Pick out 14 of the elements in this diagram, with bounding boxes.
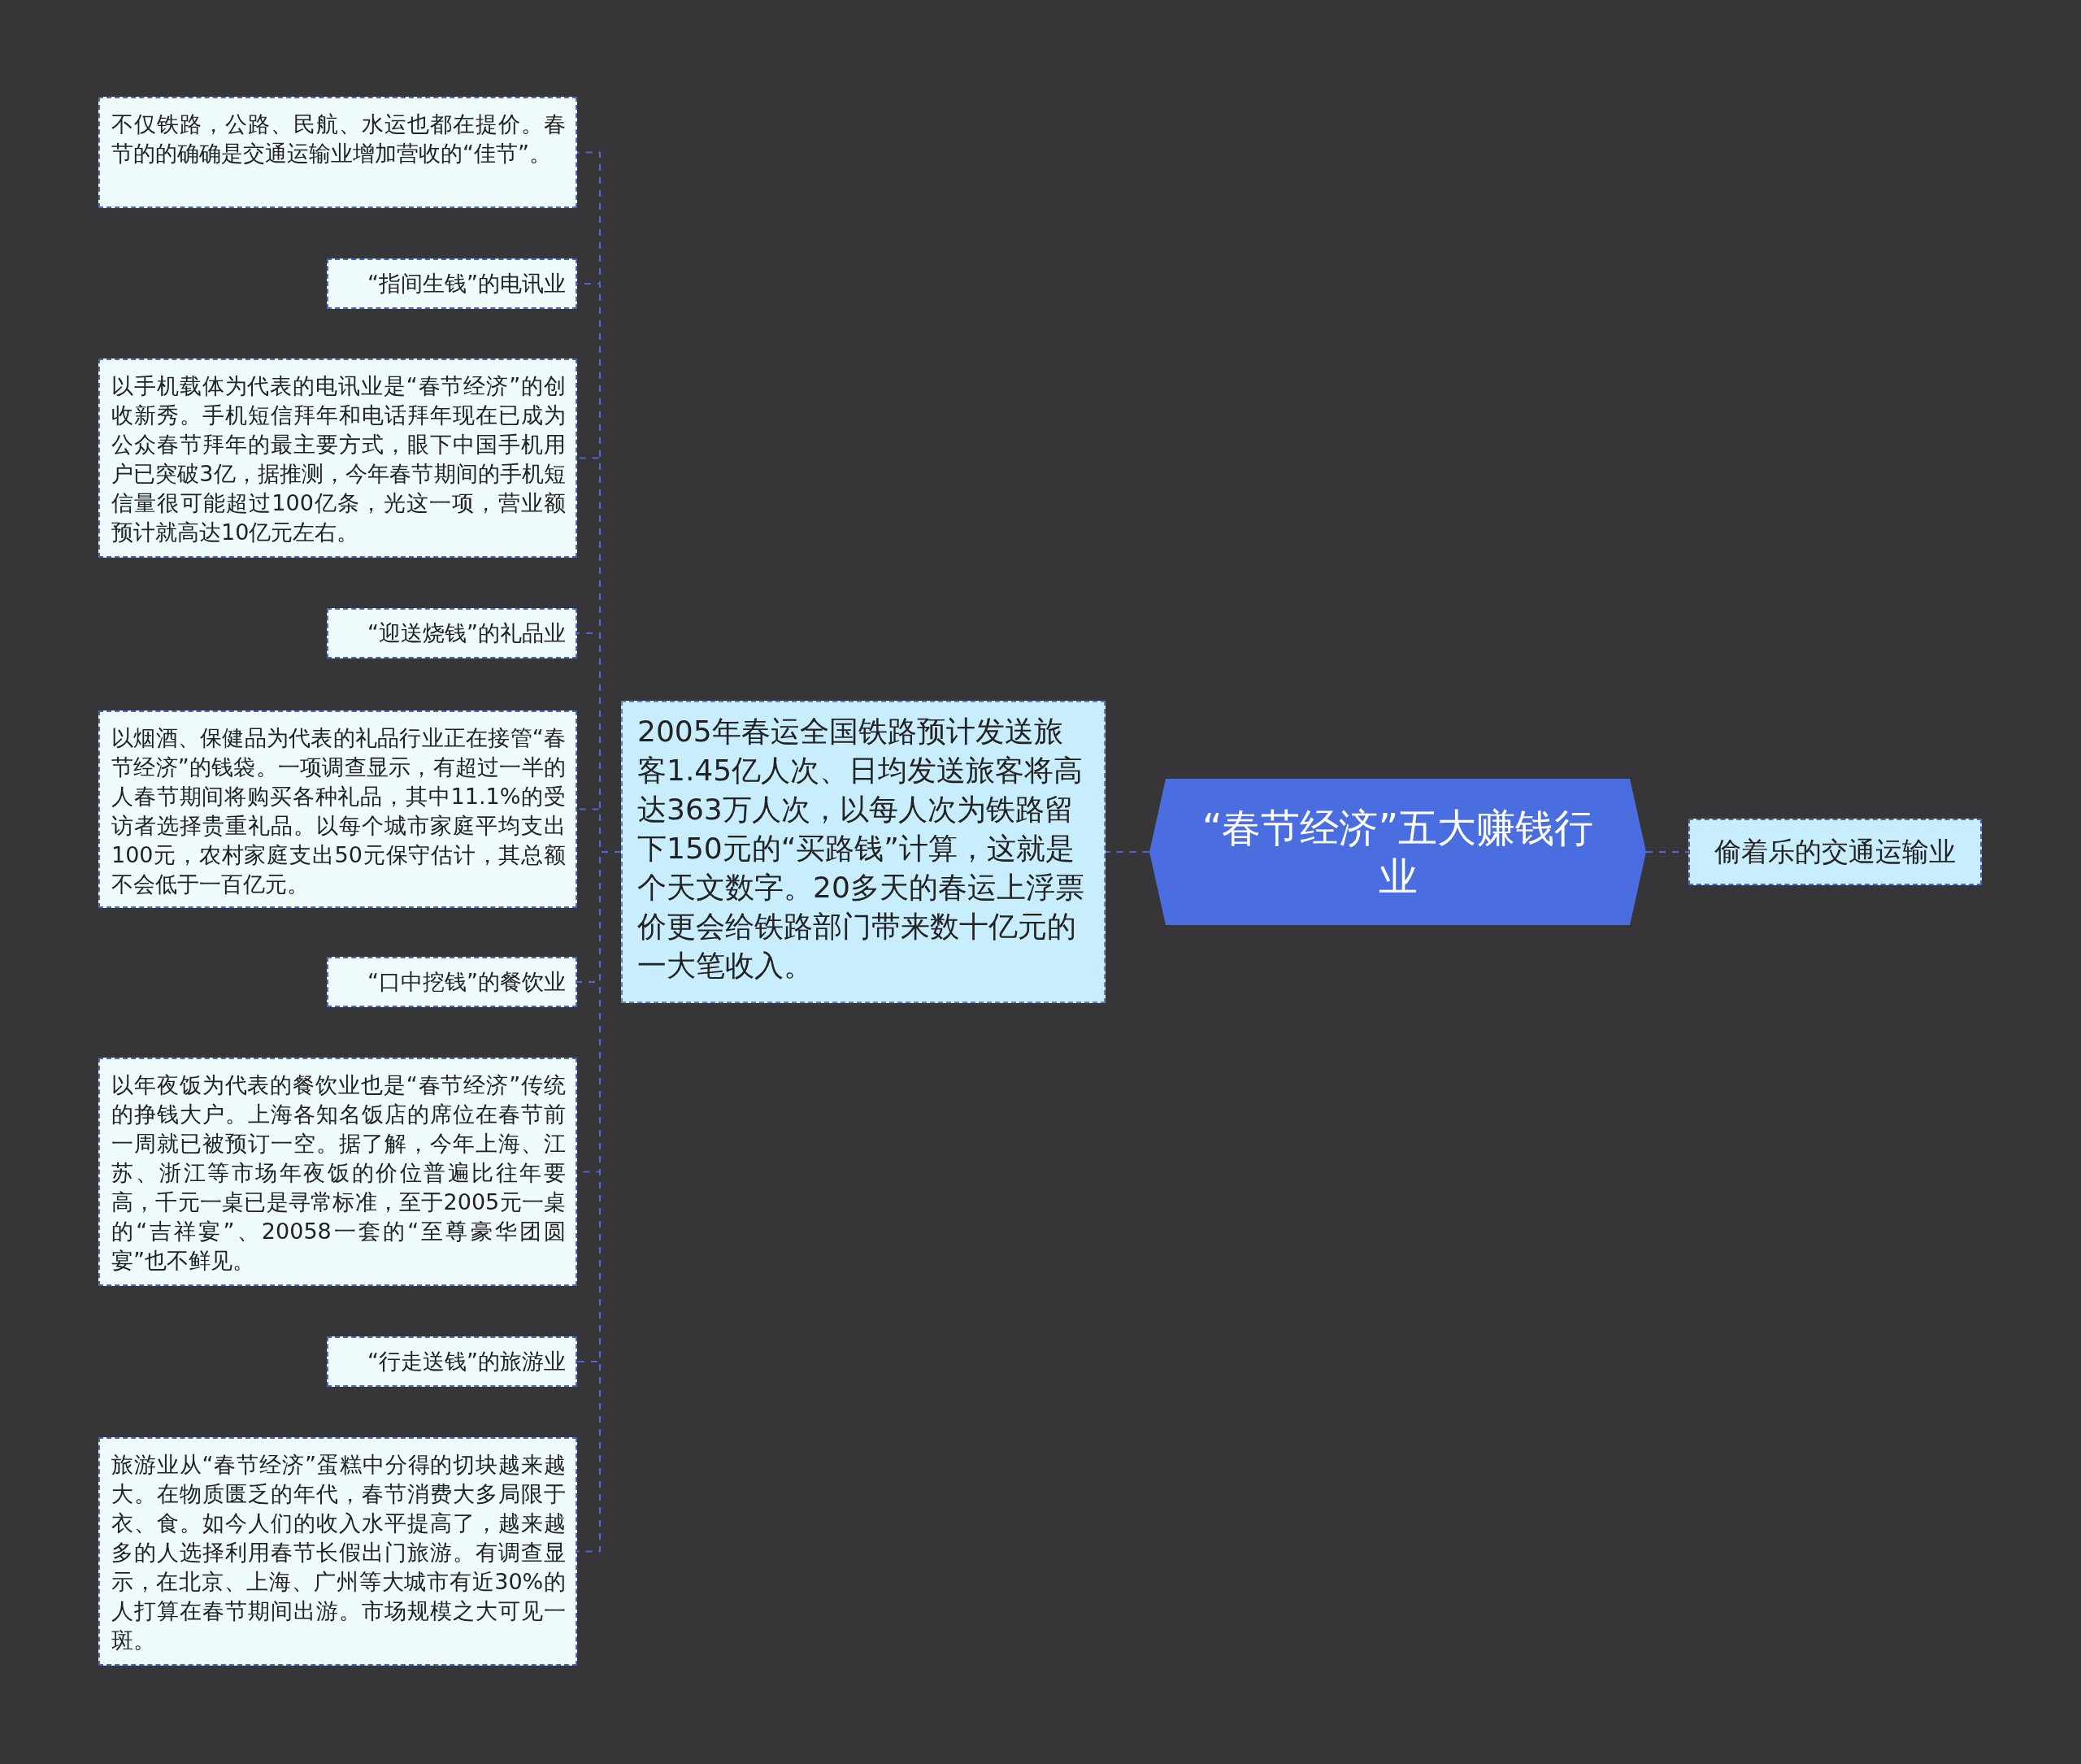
topic-box: 偷着乐的交通运输业 [1688, 819, 1982, 885]
topic-box: 不仅铁路，公路、民航、水运也都在提价。春节的的确确是交通运输业增加营收的“佳节”。 [98, 97, 577, 208]
topic-box: “迎送烧钱”的礼品业 [327, 608, 577, 658]
topic-box: 以手机载体为代表的电讯业是“春节经济”的创收新秀。手机短信拜年和电话拜年现在已成为公众春节拜年的最主要方式，眼下中国手机用户已突破3亿，据推测，今年春节期间的手机短信量很可能超过100亿条，光这一项，营业额预计就高达10亿元左右。 [98, 358, 577, 558]
topic-hexagon: “春节经济”五大赚钱行业 [1149, 779, 1646, 925]
topic-box: “口中挖钱”的餐饮业 [327, 957, 577, 1007]
topic-box: 2005年春运全国铁路预计发送旅客1.45亿人次、日均发送旅客将高达363万人次，以每人次为铁路留下150元的“买路钱”计算，这就是个天文数字。20多天的春运上浮票价更会给铁路部门带来数十亿元的一大笔收入。 [621, 701, 1106, 1003]
connector-line [1105, 851, 1150, 853]
topic-box: 以烟酒、保健品为代表的礼品行业正在接管“春节经济”的钱袋。一项调查显示，有超过一半的人春节期间将购买各种礼品，其中11.1%的受访者选择贵重礼品。以每个城市家庭平均支出100元，农村家庭支出50元保守估计，其总额不会低于一百亿元。 [98, 710, 577, 908]
topic-box: “指间生钱”的电讯业 [327, 259, 577, 309]
connector-line [1645, 851, 1689, 853]
topic-box: 旅游业从“春节经济”蛋糕中分得的切块越来越大。在物质匮乏的年代，春节消费大多局限于衣、食。如今人们的收入水平提高了，越来越多的人选择利用春节长假出门旅游。有调查显示，在北京、上海、广州等大城市有近30%的人打算在春节期间出游。市场规模之大可见一斑。 [98, 1437, 577, 1666]
topic-box: 以年夜饭为代表的餐饮业也是“春节经济”传统的挣钱大户。上海各知名饭店的席位在春节前一周就已被预订一空。据了解，今年上海、江苏、浙江等市场年夜饭的价位普遍比往年要高，千元一桌已是寻常标准，至于2005元一桌的“吉祥宴”、20058一套的“至尊豪华团圆宴”也不鲜见。 [98, 1058, 577, 1286]
topic-box: “行走送钱”的旅游业 [327, 1336, 577, 1387]
